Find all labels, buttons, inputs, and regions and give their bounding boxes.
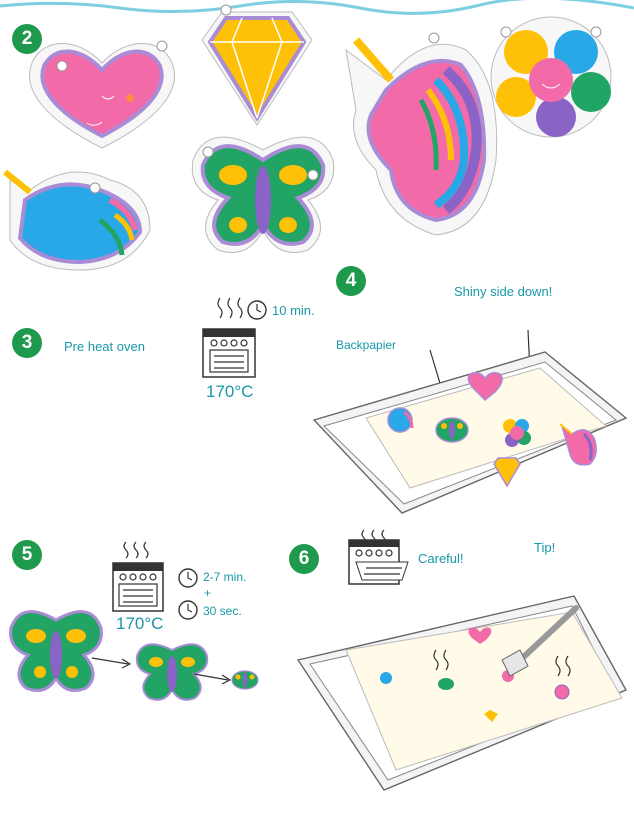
- top-border: [0, 0, 634, 15]
- baking-tray-step-6: [296, 595, 627, 791]
- oven-temperature-5: 170°C: [116, 614, 164, 633]
- arrow-right-2: [193, 673, 232, 685]
- step-2-badge: 2: [12, 24, 42, 54]
- tip-label: Tip!: [534, 540, 556, 555]
- clock-icon-5b: [178, 600, 198, 620]
- heat-waves-icon: [217, 297, 243, 319]
- butterfly-shrinking: [135, 643, 209, 701]
- bake-time-b: 30 sec.: [203, 604, 242, 618]
- step-5-badge: 5: [12, 540, 42, 570]
- unicorn-ornament-big: [345, 32, 498, 236]
- oven-temperature: 170°C: [206, 382, 254, 401]
- step-3-badge: 3: [12, 328, 42, 358]
- preheat-time: 10 min.: [272, 303, 315, 318]
- butterfly-ornament: [191, 136, 335, 253]
- step-4-badge: 4: [336, 266, 366, 296]
- backpapier-label: Backpapier: [336, 338, 397, 352]
- clock-icon: [247, 300, 267, 320]
- heart-ornament: [29, 40, 175, 149]
- heat-waves-icon-5: [123, 541, 149, 559]
- arrow-right-1: [91, 657, 132, 669]
- preheat-oven-label: Pre heat oven: [64, 339, 145, 354]
- time-plus: +: [204, 586, 212, 600]
- baking-tray-step-4: [312, 351, 628, 514]
- step-6-badge: 6: [289, 544, 319, 574]
- shiny-side-down-note: Shiny side down!: [454, 284, 553, 299]
- unicorn-ornament-left: [3, 169, 151, 271]
- oven-open-icon: [348, 529, 409, 585]
- careful-warning: Careful!: [418, 551, 464, 566]
- flower-ornament: [490, 16, 612, 138]
- bake-time-a: 2-7 min.: [203, 570, 247, 584]
- oven-icon-5: [112, 562, 164, 612]
- clock-icon-5a: [178, 568, 198, 588]
- butterfly-after: [231, 670, 259, 690]
- oven-icon: [202, 328, 256, 378]
- diamond-ornament: [201, 4, 313, 126]
- butterfly-before: [9, 610, 103, 692]
